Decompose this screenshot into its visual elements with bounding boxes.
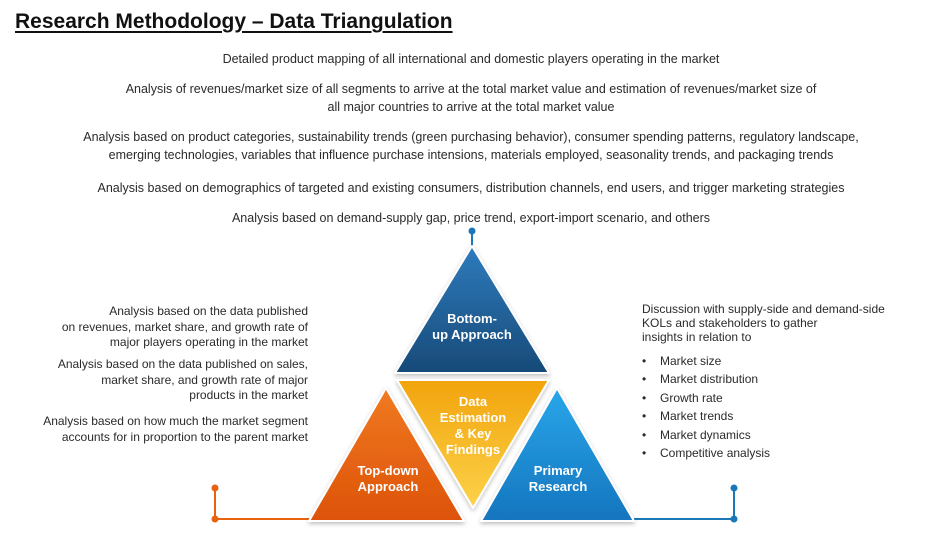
bullet-icon: • (642, 409, 647, 424)
primary-research-label: Primary Research (528, 463, 588, 494)
right-connector-dot-top (730, 484, 738, 492)
bullet-icon: • (642, 354, 647, 368)
bullet-icon: • (642, 427, 647, 442)
bottom-up-triangle (394, 245, 550, 374)
top-analysis-3: Analysis based on product categories, su… (83, 130, 859, 162)
bullet-icon: • (642, 390, 647, 405)
right-connector-line (634, 488, 735, 520)
top-analysis-2: Analysis of revenues/market size of all … (125, 82, 817, 114)
list-item: •Market trends (642, 407, 770, 425)
primary-research-list: •Market size •Market distribution •Growt… (642, 352, 770, 462)
data-estimation-triangle (396, 379, 550, 509)
list-item: •Market distribution (642, 370, 770, 388)
top-down-label: Top-down Approach (357, 463, 419, 494)
left-connector-line (214, 488, 310, 520)
top-connector-dot (468, 227, 476, 235)
top-analysis-4: Analysis based on demographics of target… (97, 181, 845, 195)
right-connector-dot-bottom (730, 515, 738, 523)
list-item: •Competitive analysis (642, 444, 770, 462)
data-estimation-label: Data Estimation & Key Findings (439, 394, 507, 457)
left-analysis-2: Analysis based on the data published on … (57, 357, 308, 402)
top-analysis-5: Analysis based on demand-supply gap, pri… (231, 211, 711, 225)
primary-research-intro: Discussion with supply-side and demand-s… (642, 302, 885, 344)
bottom-up-label: Bottom- up Approach (432, 311, 512, 342)
list-item: •Growth rate (642, 389, 770, 407)
top-analysis-1: Detailed product mapping of all internat… (222, 52, 720, 66)
list-item: •Market dynamics (642, 426, 770, 444)
bullet-icon: • (642, 372, 647, 387)
list-item: •Market size (642, 352, 770, 370)
left-connector-dot-bottom (211, 515, 219, 523)
left-connector-dot-top (211, 484, 219, 492)
page-title: Research Methodology – Data Triangulatio… (15, 10, 453, 33)
primary-research-triangle (480, 387, 635, 522)
left-analysis-1: Analysis based on the data published on … (61, 304, 308, 349)
left-analysis-3: Analysis based on how much the market se… (43, 414, 308, 444)
top-down-triangle (308, 387, 465, 522)
bullet-icon: • (642, 445, 647, 460)
